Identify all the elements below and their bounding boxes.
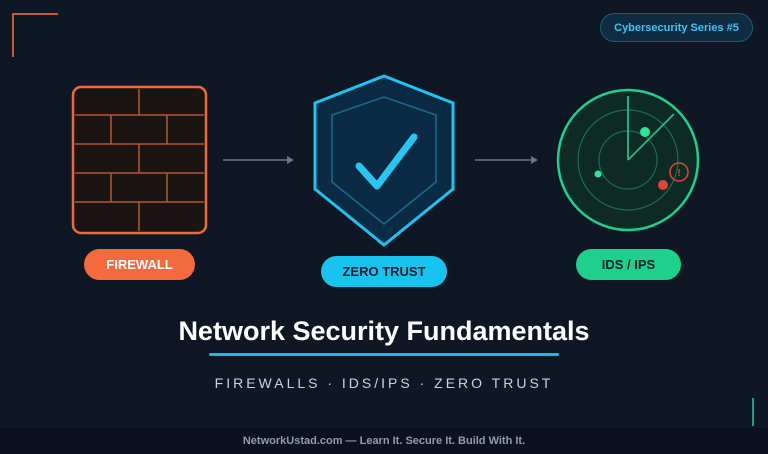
series-badge: Cybersecurity Series #5 xyxy=(600,13,753,42)
title-underline xyxy=(209,353,559,356)
alert-ring-icon xyxy=(669,162,689,182)
radar-icon: ! xyxy=(556,88,700,232)
alert-mark: ! xyxy=(677,168,680,179)
corner-bracket-top-left xyxy=(12,13,58,57)
page-title: Network Security Fundamentals xyxy=(178,316,590,346)
footer: NetworkUstad.com — Learn It. Secure It. … xyxy=(0,428,768,454)
firewall-brick-wall-icon xyxy=(71,85,208,235)
subtitle: FIREWALLS · IDS/IPS · ZERO TRUST xyxy=(214,375,554,391)
arrow-right-icon xyxy=(223,156,294,164)
zero-trust-label: ZERO TRUST xyxy=(321,256,447,287)
shield-check-icon xyxy=(313,74,455,247)
ids-ips-label: IDS / IPS xyxy=(576,249,681,280)
firewall-label: FIREWALL xyxy=(84,249,195,280)
corner-accent-bottom-right xyxy=(752,398,754,426)
arrow-right-icon xyxy=(475,156,538,164)
